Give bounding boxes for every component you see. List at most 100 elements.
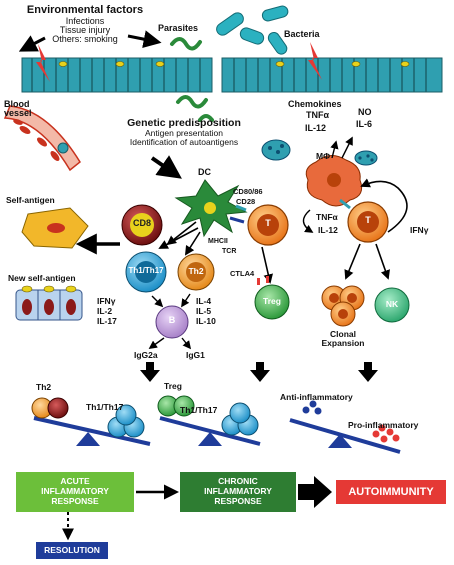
arrow: [181, 337, 192, 350]
parasite-icon: [170, 37, 214, 122]
il12-label: IL-12: [305, 123, 327, 133]
autoimmunity-box: AUTOIMMUNITY: [336, 480, 446, 504]
balance3-left-label: Anti-inflammatory: [280, 392, 353, 402]
mhcii-label: MHCII: [208, 238, 228, 245]
arrow: [150, 155, 182, 179]
env-line: Tissue injury: [59, 24, 111, 35]
blood-vessel-icon: [3, 105, 81, 172]
new-self-antigen-label: New self-antigen: [8, 273, 76, 283]
new-self-antigen-cells-icon: [15, 285, 83, 321]
th1-cytokines: IFNγ IL-2 IL-17: [97, 296, 117, 327]
environmental-factors: Environmental factors Infections Tissue …: [20, 4, 150, 45]
balance-1: [31, 397, 151, 446]
no-label: NO: [358, 107, 372, 117]
b-cell-label: B: [168, 315, 176, 325]
balance3-right-label: Pro-inflammatory: [348, 420, 419, 430]
receptor-icon: [229, 216, 245, 224]
arrow: [302, 209, 314, 233]
blood-vessel-label: Blood vessel: [4, 99, 32, 119]
clonal-expansion-label: Clonal Expansion: [318, 330, 368, 348]
arrow: [181, 293, 191, 308]
epithelial-membrane-left: [21, 57, 213, 93]
tnfa-label: TNFα: [306, 110, 330, 120]
ifng-right-label: IFNγ: [410, 225, 429, 235]
il6-label: IL-6: [356, 119, 373, 129]
cytokine-item: IL-2: [97, 306, 113, 317]
acute-response-box: ACUTE INFLAMMATORY RESPONSE: [16, 472, 134, 512]
cytokine-item: IFNγ: [97, 296, 116, 306]
receptor-icon: [235, 204, 247, 212]
cytokine-item: IL-10: [196, 316, 216, 327]
arrow: [341, 136, 353, 159]
cd8-nucleus: [130, 213, 154, 237]
arrow: [127, 30, 162, 49]
tnfa2-label: TNFα: [316, 212, 338, 222]
balance-3: [289, 400, 401, 454]
big-arrow-icon: [298, 476, 332, 508]
nk-label: NK: [385, 299, 399, 309]
epithelial-membrane-right: [221, 57, 443, 93]
clonal-line: Clonal: [330, 329, 356, 339]
dendritic-cell-icon: [174, 179, 248, 238]
genetic-predisposition: Genetic predisposition Antigen presentat…: [104, 117, 264, 147]
self-antigen-cell-icon: [21, 207, 89, 249]
arrow: [360, 178, 408, 233]
blood-vessel-label-line: vessel: [4, 108, 32, 119]
th1-nucleus: [135, 261, 157, 283]
arrow: [344, 243, 361, 280]
env-title: Environmental factors: [26, 4, 144, 16]
arrow: [158, 227, 199, 249]
antigen-blob-icon: [261, 139, 378, 166]
bacteria-label: Bacteria: [284, 29, 320, 39]
acute-line: ACUTE: [60, 476, 90, 487]
chronic-response-box: CHRONIC INFLAMMATORY RESPONSE: [180, 472, 296, 512]
tcr-label: TCR: [222, 248, 237, 255]
clonal-line: Expansion: [321, 337, 365, 348]
mphi-label: MΦ: [316, 151, 331, 161]
lightning-icon: [36, 44, 50, 82]
ctla4-label: CTLA4: [230, 269, 255, 278]
genetic-line: Antigen presentation: [145, 128, 223, 139]
cd80-label: CD80/86: [233, 187, 263, 196]
genetic-line: Identification of autoantigens: [129, 136, 239, 147]
th2-nucleus: [186, 262, 206, 282]
lightning-icon: [308, 42, 322, 80]
chemokines-label: Chemokines: [288, 99, 342, 109]
dc-label: DC: [198, 167, 211, 177]
cd8-label: CD8: [132, 218, 151, 228]
th2-cytokines: IL-4 IL-5 IL-10: [196, 296, 216, 327]
arrow: [18, 35, 46, 52]
nk-cell-icon: [374, 287, 410, 323]
t-cell-label: T: [265, 218, 271, 228]
arrow: [166, 221, 197, 246]
arrow: [184, 231, 201, 256]
chronic-line: RESPONSE: [214, 495, 262, 506]
b-cell-icon: [155, 305, 189, 339]
self-antigen-label: Self-antigen: [6, 195, 55, 205]
macrophage-icon: [305, 155, 363, 207]
igg1-label: IgG1: [186, 350, 205, 360]
treg-cell-icon: [254, 284, 290, 320]
balance2-left-label: Treg: [164, 381, 182, 391]
balance2-right-label: Th1/Th17: [180, 405, 218, 415]
parasites-label: Parasites: [158, 23, 199, 33]
igg2a-label: IgG2a: [134, 350, 158, 360]
t-cell-right-nucleus: [357, 211, 379, 233]
balance-2: [157, 395, 261, 446]
env-line: Others: smoking: [52, 34, 118, 45]
th2-label: Th2: [188, 266, 204, 276]
balance1-left-label: Th2: [36, 382, 52, 392]
chronic-line: CHRONIC: [218, 476, 258, 487]
cytokine-item: IL-5: [196, 306, 212, 317]
cytokine-item: IL-4: [196, 296, 212, 306]
chronic-line: INFLAMMATORY: [204, 486, 272, 497]
acute-line: RESPONSE: [51, 495, 99, 506]
receptor-icon: [339, 198, 351, 210]
down-arrows: [140, 362, 378, 382]
genetic-title: Genetic predisposition: [127, 117, 241, 129]
bacteria-icon: [216, 5, 289, 55]
t-cell-nucleus: [257, 214, 279, 236]
cytokine-item: IL-17: [97, 316, 117, 327]
clonal-expansion-cells-icon: [321, 285, 365, 327]
